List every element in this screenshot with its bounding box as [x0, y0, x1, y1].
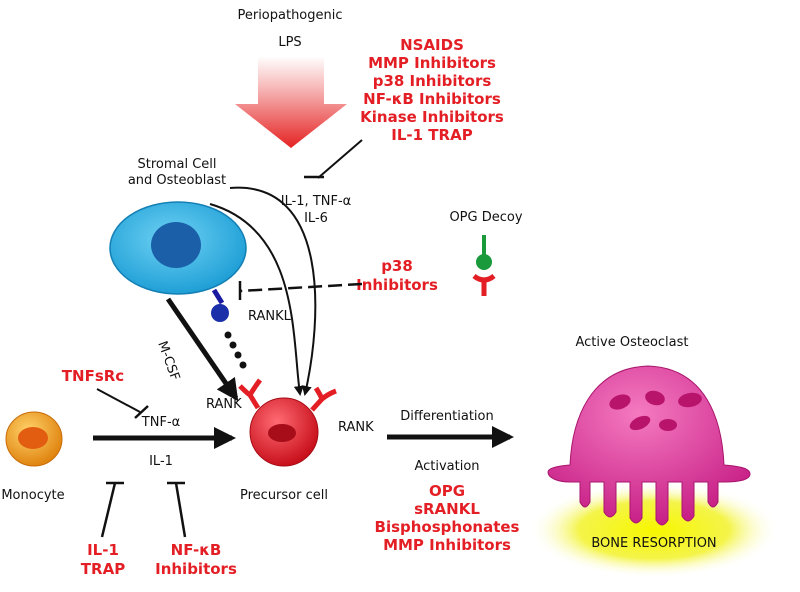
tnf-alpha-label: TNF-α: [141, 415, 180, 430]
precursor-nucleus: [268, 424, 296, 442]
resorption-glow: [529, 482, 779, 578]
rankl-molecule: [211, 288, 229, 322]
active-osteoclast-label: Active Osteoclast: [576, 335, 689, 350]
bottom-inhibitor-list: OPG sRANKL Bisphosphonates MMP Inhibitor…: [375, 482, 520, 554]
cytokines-label-2: IL-6: [304, 211, 328, 226]
stromal-to-precursor-curve-1: [209, 203, 304, 396]
nfkb-label-1: NF-κB: [171, 541, 222, 559]
stromal-cell-label-2: and Osteoblast: [128, 173, 226, 188]
inhibitor-nfkb: NF-κB Inhibitors: [363, 90, 501, 108]
monocyte-label: Monocyte: [1, 488, 64, 503]
rankl-binding-dots: [224, 331, 247, 369]
rank-label-right: RANK: [338, 420, 374, 435]
il1-trap-label-2: TRAP: [81, 560, 125, 578]
tnfsrc-inhibition-bar: [134, 405, 149, 419]
inhibitor-kinase: Kinase Inhibitors: [360, 108, 504, 126]
inhibitor-il1-trap: IL-1 TRAP: [391, 126, 472, 144]
inhibitor-srankl: sRANKL: [414, 500, 480, 518]
periopathogenic-label: Periopathogenic: [237, 8, 342, 23]
inhibitor-p38: p38 Inhibitors: [373, 72, 492, 90]
mcsf-arrow: [165, 297, 239, 402]
rank-receptor-left: [238, 378, 263, 410]
inhibitor-bisphosphonates: Bisphosphonates: [375, 518, 520, 536]
differentiation-label: Differentiation: [400, 409, 493, 424]
monocyte-nucleus: [18, 427, 48, 449]
il1-trap-inhibition-line: [100, 482, 117, 538]
rank-label-left: RANK: [206, 397, 242, 412]
rankl-label: RANKL: [248, 309, 292, 324]
cytokine-inhibition-line: [317, 139, 363, 179]
il1-trap-label-1: IL-1: [87, 541, 119, 559]
mcsf-label: M-CSF: [154, 339, 182, 382]
rank-receptor-right: [310, 386, 337, 412]
stromal-to-precursor-curve-2: [229, 186, 317, 396]
inhibitor-mmp-bottom: MMP Inhibitors: [383, 536, 511, 554]
activation-label: Activation: [414, 459, 479, 474]
cytokines-label-1: IL-1, TNF-α: [281, 194, 351, 209]
p38-label: p38: [381, 257, 413, 275]
p38-inhibition-line: [239, 282, 363, 293]
inhibitor-opg: OPG: [429, 482, 465, 500]
tnfsrc-label: TNFsRc: [62, 367, 124, 385]
inhibitor-mmp: MMP Inhibitors: [368, 54, 496, 72]
nfkb-label-2: Inhibitors: [155, 560, 237, 578]
opg-decoy-molecule: [472, 235, 496, 296]
il1-label: IL-1: [149, 454, 173, 469]
opg-decoy-label: OPG Decoy: [449, 210, 522, 225]
top-inhibitor-list: NSAIDS MMP Inhibitors p38 Inhibitors NF-…: [360, 36, 504, 144]
stromal-cell-label-1: Stromal Cell: [137, 157, 216, 172]
stromal-nucleus: [151, 222, 201, 268]
p38-inhibitors-label: Inhibitors: [356, 276, 438, 294]
inhibitor-nsaids: NSAIDS: [400, 36, 464, 54]
lps-label: LPS: [278, 35, 301, 50]
nfkb-inhibition-line: [174, 482, 187, 538]
lps-arrow: [235, 56, 347, 148]
bone-resorption-label: BONE RESORPTION: [591, 536, 716, 551]
osteoclast-cell: [547, 365, 751, 526]
precursor-label: Precursor cell: [240, 488, 328, 503]
osteoclast-nuclei: [609, 390, 702, 431]
tnfsrc-inhibition-line: [96, 388, 141, 413]
